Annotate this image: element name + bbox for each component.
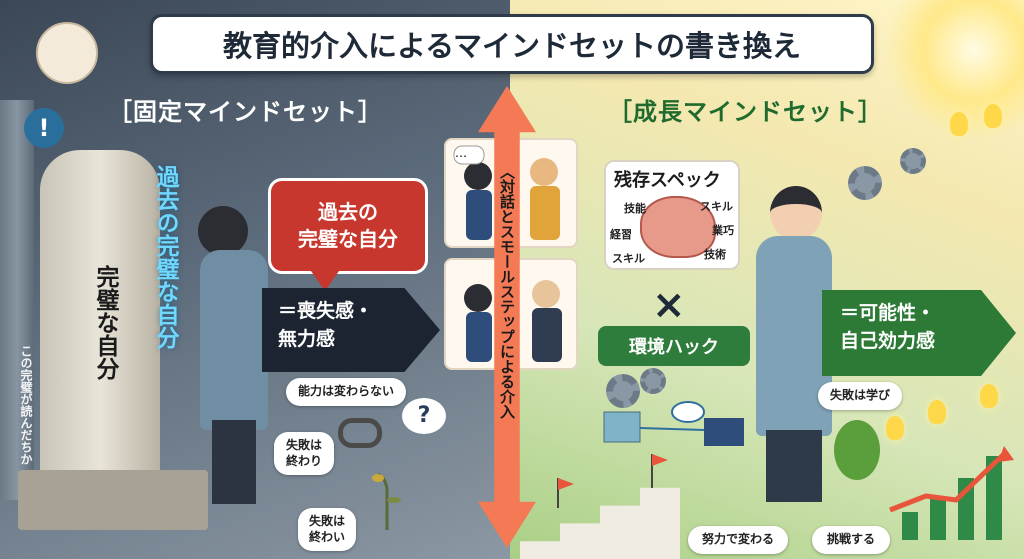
possibility-arrow-text: ＝可能性・ 自己効力感	[840, 300, 990, 355]
effort-changes-label: 努力で変わる	[688, 526, 788, 554]
multiply-icon: ×	[652, 282, 686, 328]
cracked-statue	[40, 150, 160, 480]
statue-label: 完璧な自分	[92, 265, 118, 380]
spec-label: 技術	[704, 248, 726, 261]
gear-icon	[640, 368, 666, 394]
sad-boy-head	[198, 206, 248, 256]
trend-arrow-icon	[889, 446, 1014, 513]
thought-ability-fixed: 能力は変わらない	[286, 378, 406, 406]
possibility-line-1: ＝可能性・	[840, 302, 936, 324]
environment-hack-label: 環境ハック	[598, 326, 750, 366]
person-at-laptop-icon	[36, 22, 98, 84]
lightbulb-icon	[980, 384, 998, 408]
alert-icon: !	[24, 108, 64, 148]
gear-icon	[606, 374, 640, 408]
question-icon: ?	[402, 398, 446, 434]
take-challenge-label: 挑戦する	[812, 526, 890, 554]
remaining-spec-title: 残存スペック	[614, 170, 721, 191]
map-cloud-network-icon	[603, 401, 744, 446]
thought-failure-learning: 失敗は学び	[818, 382, 902, 410]
lightbulb-icon	[928, 400, 946, 424]
bubble-line-2: 完璧な自分	[298, 227, 398, 251]
tree-icon	[834, 420, 880, 480]
gear-icon	[900, 148, 926, 174]
wilted-plant-icon	[372, 472, 401, 530]
sad-boy-body	[200, 250, 268, 430]
past-perfect-bubble: 過去の 完璧な自分	[268, 178, 428, 291]
thought-failure-end-2: 失敗は 終わい	[298, 508, 356, 552]
growth-bar	[986, 456, 1002, 540]
spec-label: スキル	[700, 200, 733, 213]
speech-dots: …	[455, 146, 467, 160]
bubble-line-1: 過去の	[318, 200, 378, 224]
possibility-arrow	[822, 290, 1016, 376]
spec-label: 技能	[624, 202, 646, 215]
possibility-line-2: 自己効力感	[840, 329, 936, 352]
statue-note: この完璧が読んだちか	[19, 345, 33, 465]
past-perfect-vertical-label: 過去の完璧な自分	[152, 165, 178, 349]
spec-label: 業巧	[712, 224, 734, 237]
lightbulb-icon	[886, 416, 904, 440]
thought-failure-end: 失敗は 終わり	[274, 432, 334, 476]
loss-arrow-text: ＝喪失感・ 無力感	[278, 298, 418, 353]
broken-chain-icon	[338, 418, 382, 448]
student-mentor-dialogue-icon	[464, 280, 562, 362]
loss-line-2: 無力感	[278, 327, 336, 350]
brain-icon	[640, 196, 716, 258]
fixed-mindset-header: ［固定マインドセット］	[108, 98, 383, 126]
confident-boy-legs	[766, 430, 822, 502]
growth-bar	[930, 496, 946, 540]
page-title: 教育的介入によるマインドセットの書き換え	[150, 14, 874, 74]
stone-column	[0, 100, 34, 500]
growth-mindset-header: ［成長マインドセット］	[608, 98, 883, 126]
lightbulb-icon	[984, 104, 1002, 128]
loss-line-1: ＝喪失感・	[278, 300, 374, 322]
lightbulb-icon	[950, 112, 968, 136]
spec-label: 経習	[610, 228, 632, 241]
intervention-label: 〈対話とスモールステップによる介入	[498, 164, 516, 419]
spec-label: スキル	[612, 252, 645, 265]
loss-arrow	[262, 288, 440, 372]
confident-boy-head	[770, 186, 822, 240]
student-teacher-dialogue-icon	[453, 145, 560, 240]
statue-base	[18, 470, 208, 530]
gear-icon	[848, 166, 882, 200]
growth-bar	[902, 512, 918, 540]
sad-boy-legs	[212, 420, 256, 504]
confident-boy-body	[756, 236, 832, 436]
flag-icon	[557, 454, 668, 508]
